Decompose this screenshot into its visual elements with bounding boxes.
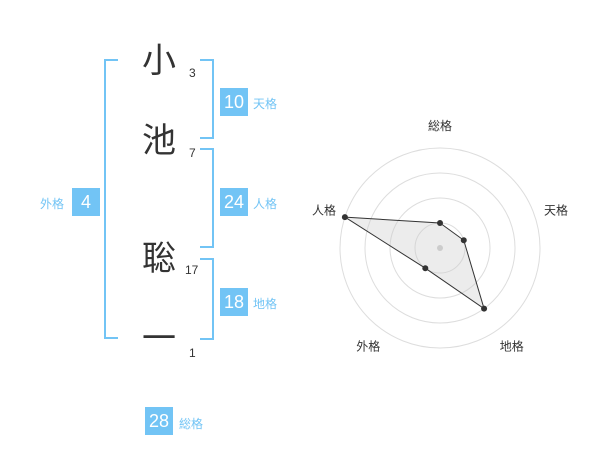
tenkaku-value: 10 — [220, 88, 248, 116]
radar-point-3 — [481, 305, 488, 312]
radar-axis-label-3: 地格 — [500, 339, 524, 354]
stroke-count-3: 17 — [185, 263, 199, 277]
soukaku-value: 28 — [145, 407, 173, 435]
radar-axis-label-4: 外格 — [356, 339, 380, 354]
soukaku-label: 総格 — [179, 417, 204, 431]
chikaku-value: 18 — [220, 288, 248, 316]
radar-axis-label-5: 人格 — [312, 202, 336, 217]
radar-center-marker — [437, 245, 443, 251]
name-char-1: 小 — [142, 41, 176, 81]
radar-ring-2 — [389, 197, 491, 299]
radar-ring-4 — [339, 147, 541, 349]
tenkaku-bracket — [200, 59, 214, 139]
radar-point-1 — [437, 220, 443, 226]
name-char-2: 池 — [142, 121, 176, 161]
stroke-count-1: 3 — [189, 66, 196, 80]
radar-point-4 — [422, 265, 429, 272]
radar-point-5 — [341, 214, 348, 221]
tenkaku-label: 天格 — [253, 97, 278, 111]
gaikaku-value: 4 — [72, 188, 100, 216]
jinkaku-label: 人格 — [253, 197, 278, 211]
name-char-4: 一 — [142, 319, 176, 359]
chikaku-label: 地格 — [253, 297, 278, 311]
jinkaku-bracket — [200, 148, 214, 248]
radar-axis-label-1: 総格 — [428, 118, 452, 133]
jinkaku-value: 24 — [220, 188, 248, 216]
stroke-count-4: 1 — [189, 346, 196, 360]
name-char-3: 聡 — [142, 239, 176, 279]
radar-ring-3 — [364, 172, 516, 324]
chikaku-bracket — [200, 258, 214, 340]
radar-area — [344, 216, 485, 310]
radar-axis-label-2: 天格 — [544, 202, 568, 217]
gaikaku-label: 外格 — [40, 197, 65, 211]
gaikaku-bracket — [104, 59, 118, 339]
radar-point-2 — [460, 237, 467, 244]
stroke-count-2: 7 — [189, 146, 196, 160]
